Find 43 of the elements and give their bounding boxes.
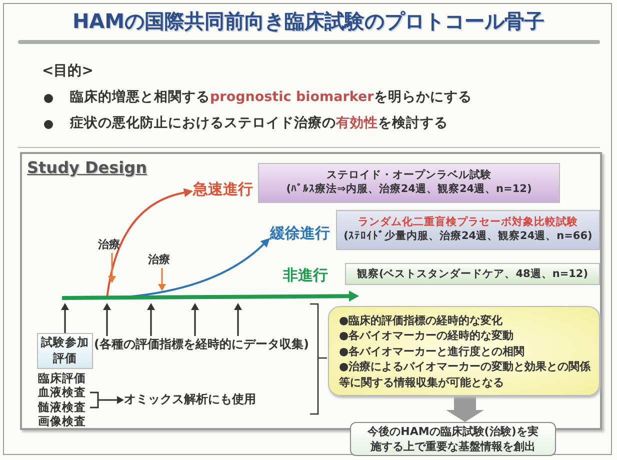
- progression-label: 緩徐進行: [270, 224, 334, 244]
- study-arm-box: [345, 263, 600, 285]
- box-detail: (ﾊﾟﾙｽ療法⇒内服、治療24週、観察24週、n=12): [285, 182, 533, 196]
- list-line: 等に関する情報収集が可能となる: [339, 374, 505, 390]
- arrow: [191, 303, 199, 336]
- arrow: [62, 290, 359, 302]
- study-arm-box: [336, 210, 600, 250]
- box-detail: (ｽﾃﾛｲﾄﾞ少量内服、治療24週、観察24週、n=66): [342, 229, 594, 243]
- arrow: [158, 268, 166, 291]
- curved-arrow: [106, 188, 193, 298]
- item-label: 画像検査: [38, 414, 86, 429]
- conclusion-box: [350, 422, 556, 456]
- outcome-box: [328, 306, 600, 396]
- box-title: 今後のHAMの臨床試験(治験)を実施する上で重要な基盤情報を創出: [366, 425, 540, 455]
- block-arrow: [446, 396, 484, 422]
- objective-text: 臨床的増悪と相関するprognostic biomarkerを明らかにする: [70, 89, 472, 107]
- box-title: ステロイド・オープンラベル試験: [326, 168, 492, 182]
- progression-label: 急速進行: [193, 180, 257, 200]
- box-title: 試験参加評価: [41, 335, 89, 365]
- study-arm-box: [258, 163, 560, 203]
- list-line: ●各バイオマーカーと進行度との相関: [339, 344, 526, 360]
- omics-note: オミックス解析にも使用: [124, 391, 264, 409]
- data-collection-note: (各種の評価指標を経時的にデータ収集): [94, 336, 312, 354]
- section-heading: Study Design: [27, 158, 147, 177]
- objective-text: 症状の悪化防止におけるステロイド治療の有効性を検討する: [70, 115, 448, 133]
- title: HAMの国際共同前向き臨床試験のプロトコール骨子: [71, 8, 546, 35]
- box-title: ランダム化二重盲検プラセーボ対象比較試験: [357, 215, 579, 229]
- item-label: 髄液検査: [38, 400, 88, 415]
- list-line: ●治療によるバイオマーカーの変動と効果との関係: [339, 359, 589, 375]
- treatment-label: 治療: [148, 252, 178, 268]
- list-line: ●各バイオマーカーの経時的な変動: [339, 328, 515, 344]
- arrow: [103, 303, 111, 336]
- section-heading: <目的>: [42, 62, 94, 80]
- arrow: [147, 303, 155, 336]
- list-line: ●臨床的評価指標の経時的な変化: [339, 313, 504, 328]
- arrow: [108, 253, 116, 283]
- arrow: [234, 303, 242, 336]
- box-title: 観察(ベストスタンダードケア、48週、n=12): [356, 267, 590, 281]
- arrow: [61, 303, 69, 333]
- treatment-label: 治療: [98, 237, 128, 253]
- bracket-arrow: [89, 392, 124, 408]
- item-label: 臨床評価: [38, 371, 86, 386]
- item-label: 血液検査: [38, 385, 88, 400]
